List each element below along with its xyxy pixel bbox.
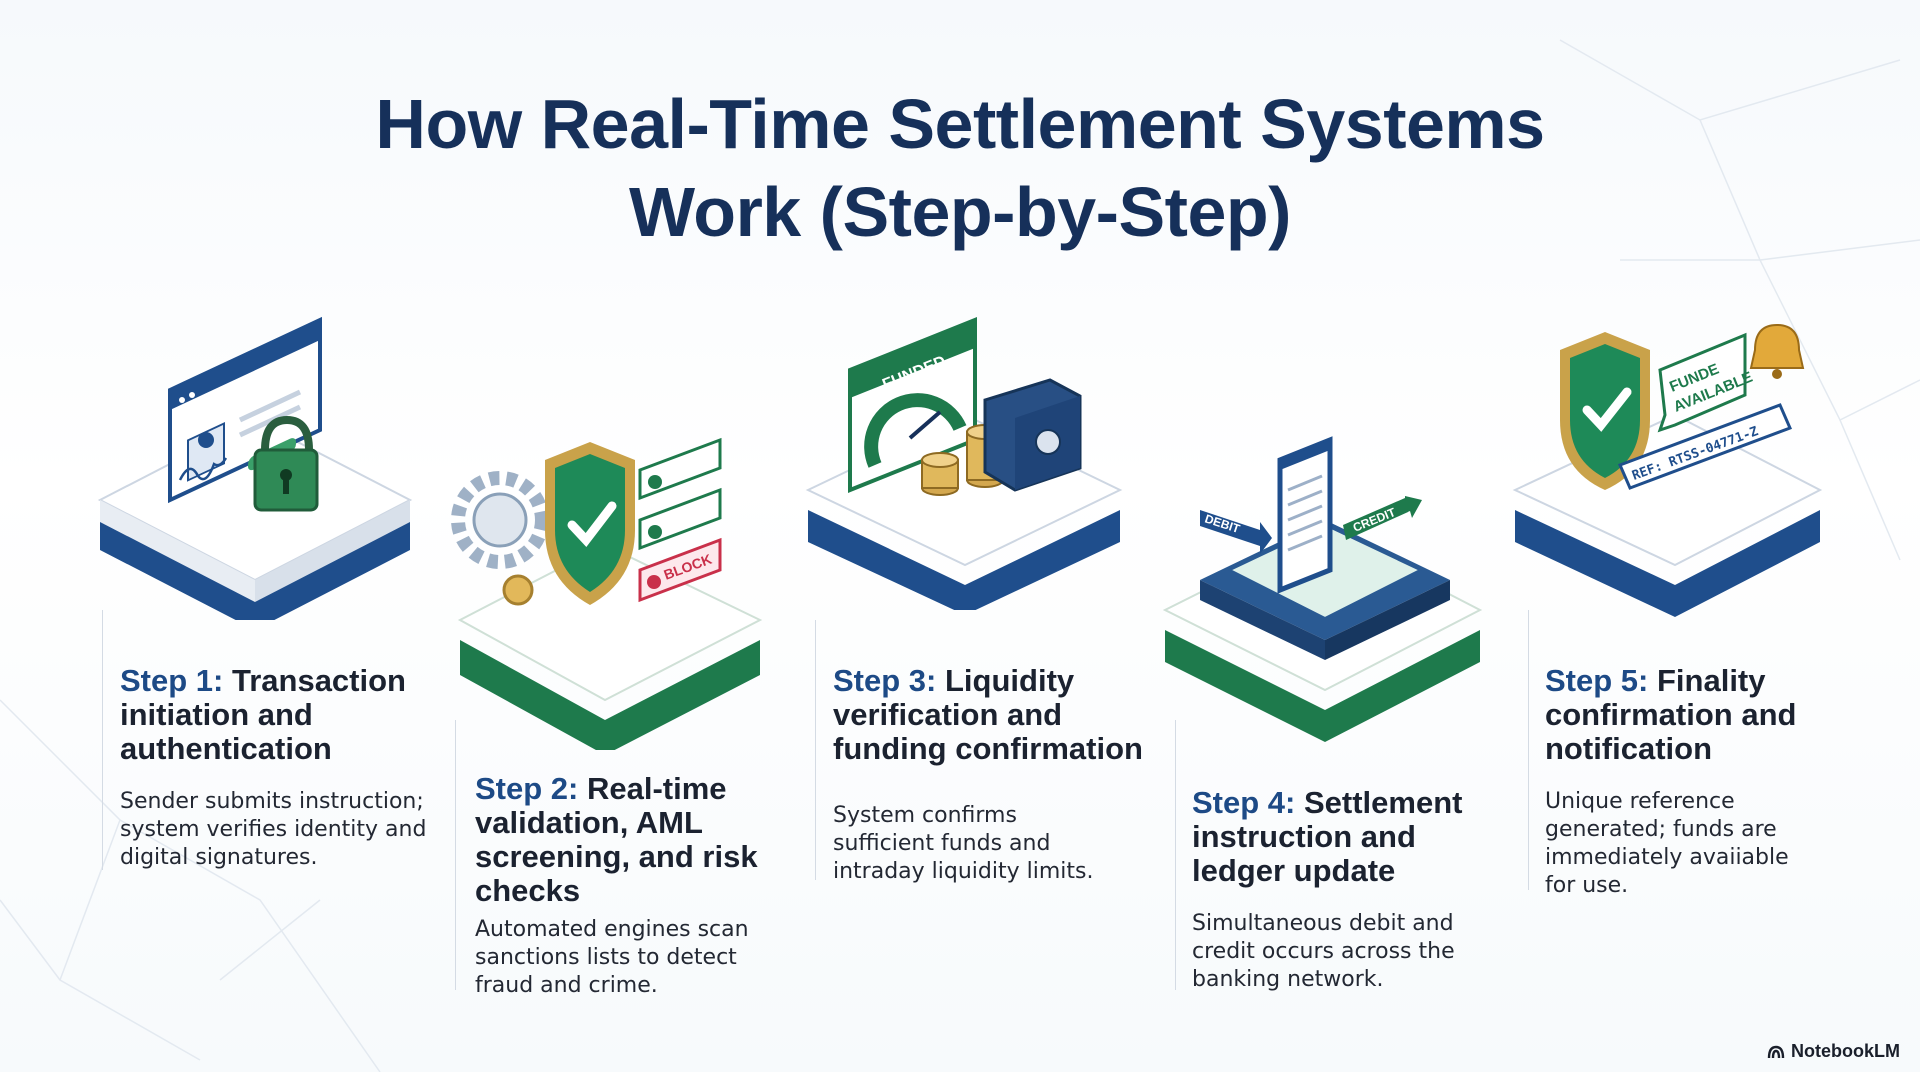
platform <box>1512 413 1823 617</box>
gauge-icon: FUNDED <box>848 317 977 493</box>
notebooklm-brand: NotebookLM <box>1767 1041 1900 1062</box>
step-description: System confirms sufficient funds and int… <box>833 803 1094 884</box>
step5-connector <box>1528 610 1529 890</box>
step-4: Step 4: Settlement instruction and ledge… <box>1192 786 1492 994</box>
step3-illustration: FUNDED <box>805 317 1123 610</box>
user-avatar-icon <box>198 432 214 448</box>
step-1: Step 1: Transaction initiation and authe… <box>120 664 440 872</box>
step3-connector <box>815 620 816 880</box>
step-title: Step 5: Finality confirmation and notifi… <box>1545 663 1797 766</box>
step-description: Unique reference generated; funds are im… <box>1545 789 1789 898</box>
step-3: Step 3: Liquidity verification and fundi… <box>833 664 1158 886</box>
step-description: Automated engines scan sanctions lists t… <box>475 917 749 998</box>
padlock-icon <box>253 415 319 512</box>
credit-arrow-icon: CREDIT <box>1343 496 1422 540</box>
step5-illustration: FUNDE AVAILABLE REF: RTSS-04771-Z <box>1512 323 1823 617</box>
step1-illustration <box>97 316 413 620</box>
bell-icon <box>1749 323 1805 379</box>
debit-arrow-icon: DEBIT <box>1200 510 1272 554</box>
svg-text:CREDIT: CREDIT <box>1351 505 1398 535</box>
step-description: Simultaneous debit and credit occurs acr… <box>1192 911 1455 992</box>
signature-icon <box>178 457 228 481</box>
browser-window-icon <box>168 316 322 504</box>
shield-check-icon <box>545 442 635 605</box>
step-2: Step 2: Real-time validation, AML screen… <box>475 772 765 1000</box>
step1-connector <box>102 610 103 870</box>
shield-check-icon <box>1560 332 1650 490</box>
step-5: Step 5: Finality confirmation and notifi… <box>1545 664 1845 900</box>
step-title: Step 1: Transaction initiation and authe… <box>120 663 406 766</box>
notebooklm-logo-icon <box>1767 1045 1785 1058</box>
step2-connector <box>455 720 456 990</box>
phone-ledger-icon <box>1277 436 1333 594</box>
page-title: How Real-Time Settlement Systems Work (S… <box>375 85 1545 251</box>
step-title: Step 3: Liquidity verification and fundi… <box>833 663 1143 766</box>
safe-icon <box>983 378 1082 492</box>
notification-bubble: FUNDE AVAILABLE <box>1657 332 1755 433</box>
checklist-icon <box>638 437 722 551</box>
step4-connector <box>1175 720 1176 990</box>
step2-illustration: BLOCK <box>451 437 763 750</box>
step-description: Sender submits instruction; system verif… <box>120 789 427 870</box>
gear-icon <box>451 471 549 606</box>
step-title: Step 4: Settlement instruction and ledge… <box>1192 785 1463 888</box>
step4-illustration: DEBIT CREDIT <box>1162 436 1483 742</box>
step-title: Step 2: Real-time validation, AML screen… <box>475 771 758 908</box>
